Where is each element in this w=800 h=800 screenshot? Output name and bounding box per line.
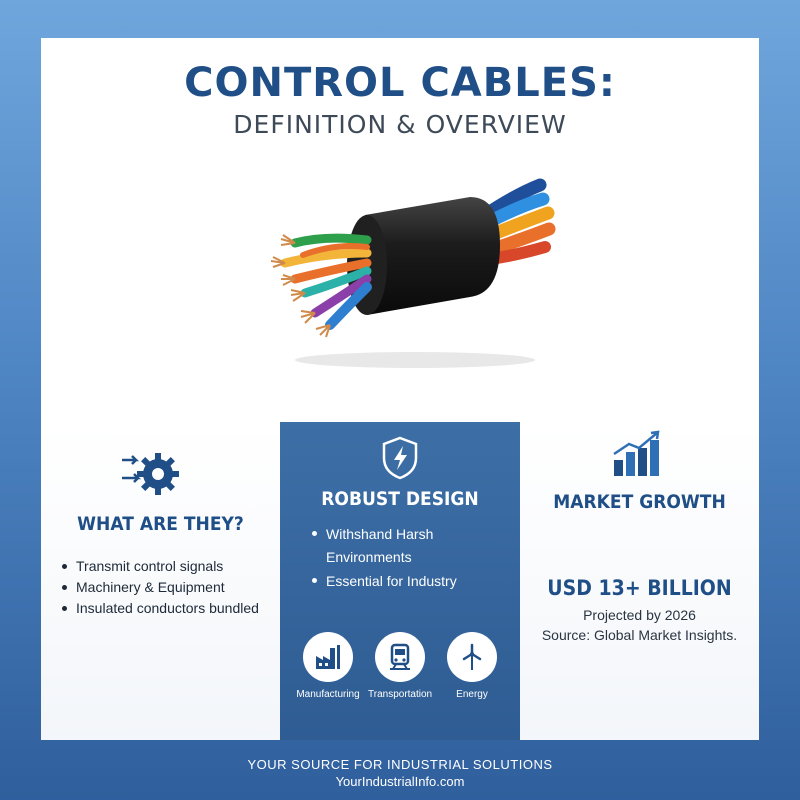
what-are-they-list: Transmit control signals Machinery & Equ… — [62, 556, 259, 619]
shield-lightning-icon — [382, 436, 418, 480]
list-item: Machinery & Equipment — [62, 577, 259, 598]
wind-turbine-icon — [462, 643, 482, 670]
robust-design-panel — [280, 422, 520, 740]
sector-energy: Energy — [440, 632, 504, 700]
footer-website[interactable]: YourIndustrialInfo.com — [335, 774, 465, 789]
list-item: Insulated conductors bundled — [62, 598, 259, 619]
page-title: CONTROL CABLES: — [184, 60, 616, 106]
market-projection: Projected by 2026 — [583, 607, 696, 623]
sector-label: Manufacturing — [296, 689, 360, 700]
sector-manufacturing: Manufacturing — [296, 632, 360, 700]
sector-transportation: Transportation — [368, 632, 432, 700]
market-growth-heading: MARKET GROWTH — [553, 491, 726, 513]
sector-label: Energy — [456, 689, 488, 700]
bar-chart-growth-icon — [613, 430, 660, 476]
what-are-they-heading: WHAT ARE THEY? — [77, 513, 244, 535]
factory-icon — [316, 645, 340, 669]
market-value: USD 13+ BILLION — [547, 576, 732, 600]
list-item: Withshand Harsh Environments — [312, 523, 492, 569]
footer-tagline: YOUR SOURCE FOR INDUSTRIAL SOLUTIONS — [247, 757, 553, 772]
train-icon — [390, 643, 410, 670]
sector-label: Transportation — [368, 689, 433, 700]
list-item: Essential for Industry — [312, 570, 492, 593]
market-source: Source: Global Market Insights. — [541, 627, 738, 643]
page-subtitle: DEFINITION & OVERVIEW — [233, 110, 567, 139]
list-item: Transmit control signals — [62, 556, 259, 577]
robust-design-heading: ROBUST DESIGN — [321, 488, 479, 510]
robust-design-list: Withshand Harsh Environments Essential f… — [312, 523, 492, 593]
cable-bundle-illustration — [270, 178, 556, 368]
gear-arrows-icon — [122, 453, 179, 495]
